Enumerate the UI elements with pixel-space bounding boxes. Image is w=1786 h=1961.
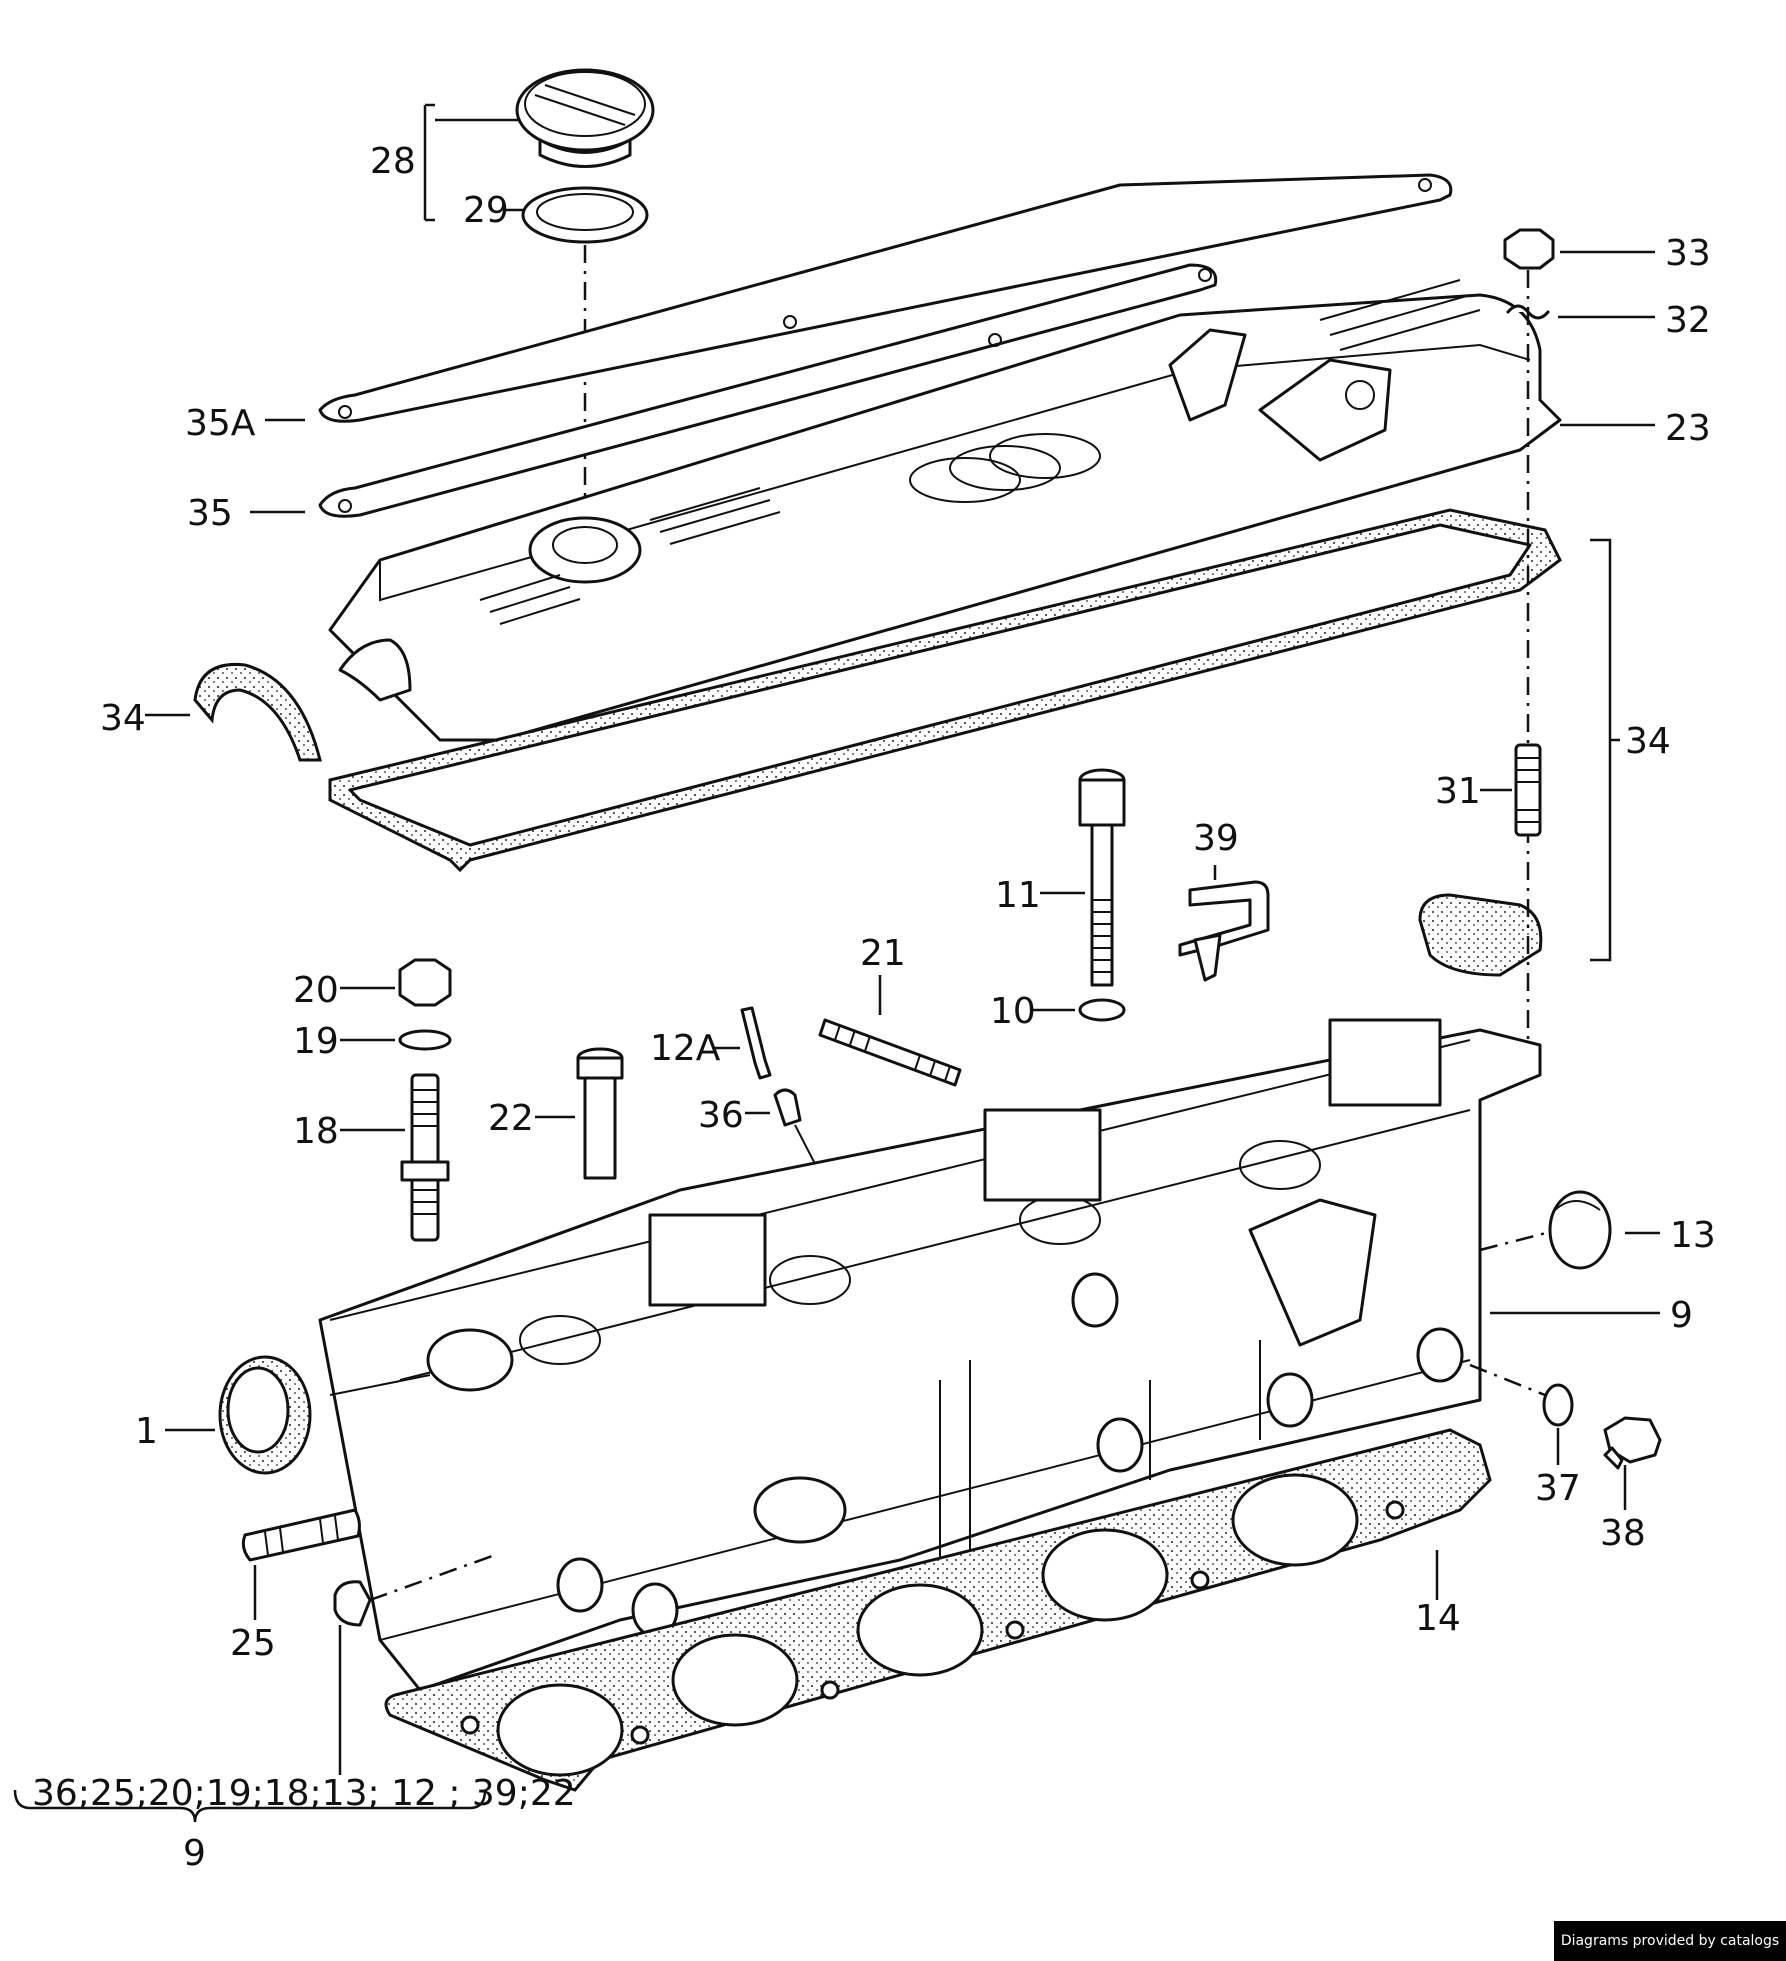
- kit-number: 9: [183, 1833, 206, 1874]
- plug-axis-line: [1479, 1230, 1551, 1252]
- callout-38: 38: [1600, 1513, 1646, 1554]
- callout-25: 25: [230, 1623, 276, 1664]
- callout-1: 1: [135, 1411, 158, 1452]
- callout-34-right: 34: [1625, 721, 1671, 762]
- bolt-11: [1078, 768, 1126, 987]
- callout-35: 35: [187, 493, 233, 534]
- gasket-35: [318, 263, 1218, 518]
- callout-10: 10: [990, 991, 1036, 1032]
- callout-12a: 12A: [650, 1028, 721, 1069]
- glow-plug-12a: [740, 1006, 772, 1080]
- callout-33: 33: [1665, 233, 1711, 274]
- pipe-39: [1178, 880, 1270, 957]
- callout-19: 19: [293, 1021, 339, 1062]
- half-moon-seal-left: [193, 662, 322, 762]
- lower-gasket-34-inner: [348, 523, 1532, 847]
- half-moon-seal-right: [1418, 893, 1543, 977]
- nut-20: [398, 958, 452, 1007]
- dowel-pin-25: [241, 1508, 361, 1562]
- callout-37: 37: [1535, 1468, 1581, 1509]
- stud-21: [818, 1018, 962, 1087]
- credit-badge: Diagrams provided by catalogs parts: [1554, 1921, 1786, 1961]
- seal-leader: [329, 1374, 431, 1396]
- plug-12: [333, 1580, 372, 1627]
- filler-cap-seal: [521, 186, 649, 244]
- gasket-bolt-holes: [338, 178, 1432, 513]
- plug-13: [1548, 1190, 1612, 1270]
- callout-22: 22: [488, 1098, 534, 1139]
- gasket-35a: [318, 173, 1453, 423]
- oil-filler-cap: [515, 68, 655, 168]
- callout-13: 13: [1670, 1215, 1716, 1256]
- stud-18: [400, 1073, 450, 1242]
- callout-23: 23: [1665, 408, 1711, 449]
- valve-guide-22: [576, 1047, 624, 1180]
- callout-18: 18: [293, 1111, 339, 1152]
- callout-9: 9: [1670, 1295, 1693, 1336]
- callout-labels: 28 29 35A 35 34 33 32 23 34 31 39 11 10 …: [32, 141, 1716, 1874]
- stud-31: [1514, 743, 1542, 837]
- callout-35a: 35A: [185, 403, 256, 444]
- nut-33: [1503, 228, 1555, 270]
- callout-34-left: 34: [100, 698, 146, 739]
- cylinder-head: [318, 1018, 1542, 1692]
- callout-28: 28: [370, 141, 416, 182]
- washer-19: [398, 1029, 452, 1051]
- callout-39: 39: [1193, 818, 1239, 859]
- callout-31: 31: [1435, 771, 1481, 812]
- callout-29: 29: [463, 190, 509, 231]
- injector-36: [773, 1088, 802, 1127]
- valve-cover: [328, 279, 1562, 742]
- callout-14: 14: [1415, 1598, 1461, 1639]
- leader-lines: [13, 103, 1660, 1823]
- washer-32: [1506, 304, 1550, 320]
- bolt-38: [1603, 1416, 1662, 1470]
- head-gasket-14: [384, 1428, 1492, 1792]
- washer-10: [1078, 998, 1126, 1022]
- oil-seal-1: [218, 1355, 312, 1475]
- callout-36: 36: [698, 1095, 744, 1136]
- callout-21: 21: [860, 933, 906, 974]
- callout-11: 11: [995, 875, 1041, 916]
- callout-32: 32: [1665, 300, 1711, 341]
- washer-37: [1542, 1383, 1574, 1427]
- washer-axis-line: [1469, 1363, 1546, 1397]
- kit-contents: 36;25;20;19;18;13; 12 ; 39;22: [32, 1773, 576, 1814]
- pipe-39-nozzle: [1193, 933, 1222, 982]
- callout-20: 20: [293, 970, 339, 1011]
